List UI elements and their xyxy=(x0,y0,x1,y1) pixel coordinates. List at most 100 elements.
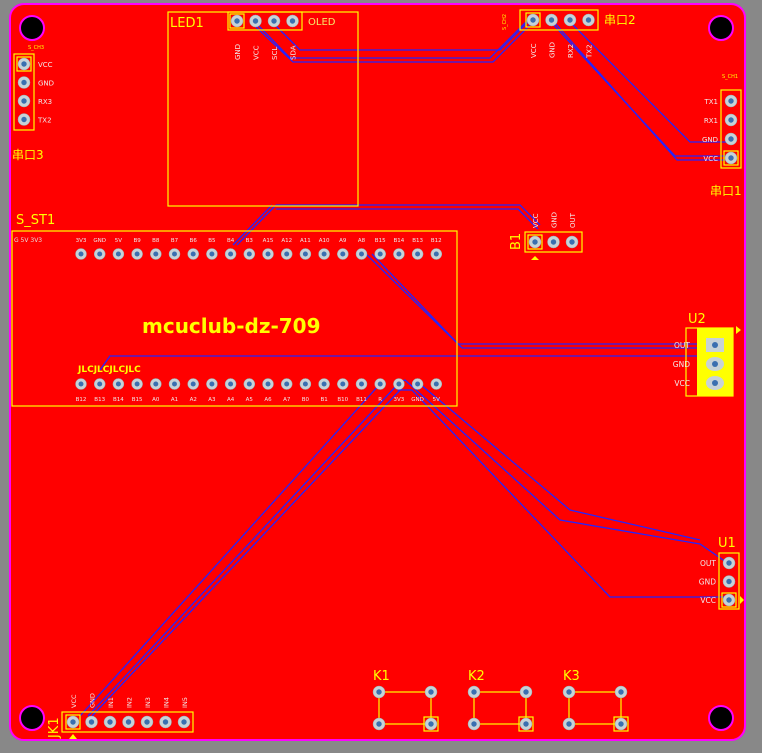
pin-pad xyxy=(280,248,293,260)
pin-label: GND xyxy=(702,136,718,144)
pin-pad xyxy=(177,715,191,729)
pin-pad xyxy=(17,113,31,126)
pin-pad xyxy=(17,76,31,89)
serial3-small: S_CH3 xyxy=(28,45,44,51)
b1-pin1-marker xyxy=(531,256,539,260)
pin-label: B0 xyxy=(302,397,310,403)
pin-pad xyxy=(243,378,256,390)
pin-label: 5V xyxy=(115,238,122,244)
pin-label: A6 xyxy=(264,397,272,403)
b1-header xyxy=(524,231,583,253)
trace xyxy=(254,23,532,63)
pin-label: B3 xyxy=(246,238,254,244)
pin-label: A3 xyxy=(208,397,216,403)
pin-label: 3V3 xyxy=(76,238,87,244)
pin-label: B13 xyxy=(94,397,105,403)
pin-label: B8 xyxy=(152,238,160,244)
trace xyxy=(91,387,403,717)
pin-pad xyxy=(563,13,577,27)
pin-pad xyxy=(262,248,274,260)
pin-label: B9 xyxy=(133,238,141,244)
serial1-ref: 串口1 xyxy=(710,184,742,198)
trace xyxy=(87,383,399,717)
pin-label: TX2 xyxy=(586,44,594,59)
mount-hole xyxy=(19,705,45,731)
pin-label: IN1 xyxy=(107,697,115,708)
pin-label: B15 xyxy=(375,238,386,244)
pin-pad xyxy=(16,56,32,72)
pin-pad xyxy=(393,248,405,260)
pin-pad xyxy=(721,592,737,608)
pin-label: B15 xyxy=(132,397,143,403)
st1-ref: S_ST1 xyxy=(16,213,55,228)
pin-label: A2 xyxy=(190,397,197,403)
pin-pad xyxy=(430,248,443,260)
pin-pad xyxy=(706,376,724,390)
pin-pad xyxy=(75,378,87,390)
pin-label: A8 xyxy=(358,238,366,244)
pin-label: 5V xyxy=(433,397,440,403)
pin-pad xyxy=(355,378,368,390)
pin-label: A10 xyxy=(319,238,330,244)
trace xyxy=(276,208,539,230)
pin-pad xyxy=(424,685,438,699)
pin-pad xyxy=(168,248,181,260)
pin-pad xyxy=(299,378,312,390)
pin-label: GND xyxy=(93,238,106,244)
board-title: mcuclub-dz-709 xyxy=(142,314,321,338)
pin-label: IN2 xyxy=(126,697,134,708)
pin-pad xyxy=(150,248,162,260)
serial3-header xyxy=(13,53,35,131)
pin-label: GND xyxy=(38,80,54,88)
pin-pad xyxy=(168,378,181,390)
pin-pad xyxy=(318,248,330,260)
pin-pad xyxy=(372,685,386,699)
pin-label: RX2 xyxy=(567,44,575,58)
pin-label: RX1 xyxy=(704,117,718,125)
key-ref: K2 xyxy=(468,669,485,684)
u1-header xyxy=(718,552,740,610)
pin-label: A11 xyxy=(300,238,311,244)
pin-label: TX1 xyxy=(703,98,718,106)
pin-label: IN4 xyxy=(163,697,171,708)
key-switch: K1 xyxy=(372,669,439,732)
key-switch: K2 xyxy=(467,669,534,732)
pin-pad xyxy=(527,234,543,250)
pin-pad xyxy=(723,150,739,166)
mount-hole xyxy=(708,705,734,731)
pin-pad xyxy=(318,378,330,390)
serial2-small: S_CH2 xyxy=(502,14,508,30)
key-ref: K1 xyxy=(373,669,390,684)
pin-pad xyxy=(525,12,541,28)
st1-outline xyxy=(11,230,458,407)
trace xyxy=(371,253,712,349)
pin-label: VCC xyxy=(532,213,540,228)
pin-pad xyxy=(112,378,125,390)
pin-label: B14 xyxy=(394,238,405,244)
pin-pad xyxy=(131,378,143,390)
pin-pad xyxy=(562,717,576,731)
jk1-pin1-marker xyxy=(69,734,77,739)
pin-pad xyxy=(724,94,738,108)
mounting-holes xyxy=(19,15,734,731)
pin-label: B12 xyxy=(431,238,442,244)
pin-label: VCC xyxy=(530,43,538,58)
pin-pad xyxy=(267,14,281,28)
pin-pad xyxy=(187,378,199,390)
pin-label: GND xyxy=(673,360,690,369)
pin-label: VCC xyxy=(253,45,261,60)
pin-label: B10 xyxy=(337,397,348,403)
pin-label: A5 xyxy=(246,397,254,403)
pin-pad xyxy=(262,378,274,390)
pin-pad xyxy=(337,378,349,390)
pin-label: A9 xyxy=(339,238,347,244)
u2-outline xyxy=(685,327,734,397)
pin-label: B7 xyxy=(171,238,179,244)
pin-pad xyxy=(85,715,98,729)
